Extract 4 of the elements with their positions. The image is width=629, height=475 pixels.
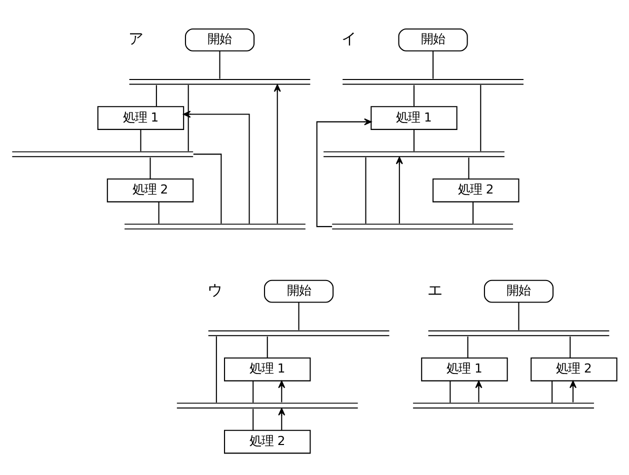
- label: イ: [342, 29, 357, 48]
- label: ウ: [208, 280, 222, 298]
- label: エ: [427, 280, 442, 298]
- label: ア: [128, 29, 144, 48]
